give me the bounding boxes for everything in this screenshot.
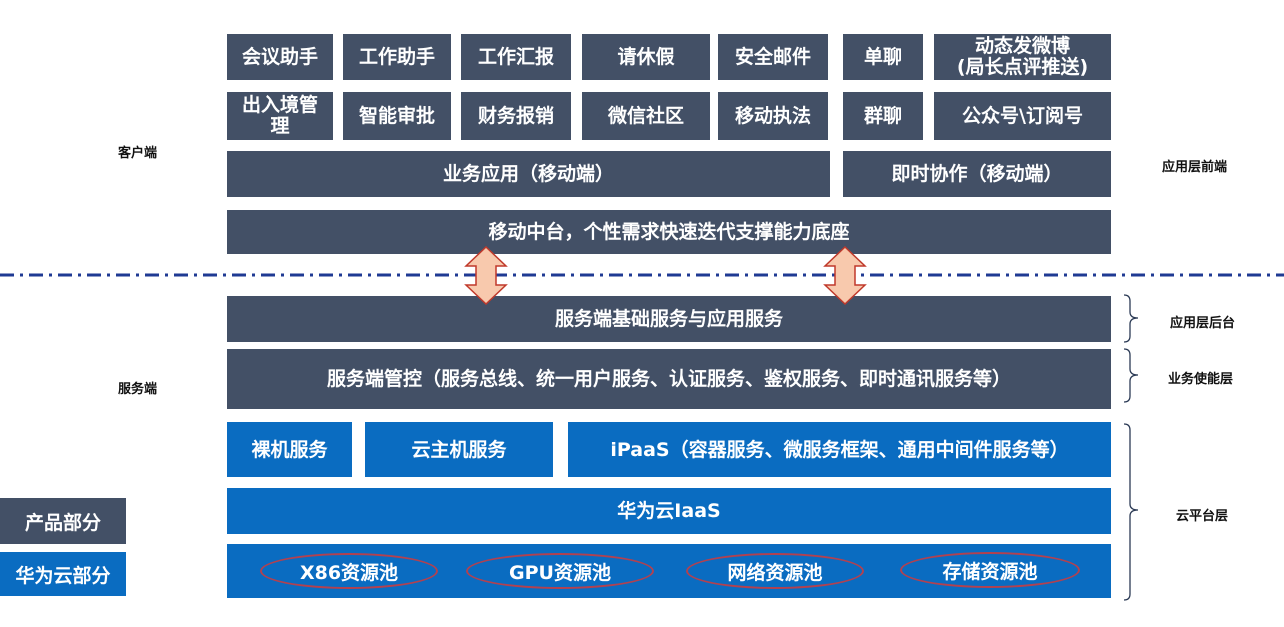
app-secure-mail: 安全邮件 [718,34,828,80]
business-app-bar: 业务应用（移动端） [227,151,830,197]
brace-biz-enable [1123,348,1139,403]
app-wechat-community: 微信社区 [582,92,710,140]
label-app-back: 应用层后台 [1170,316,1236,331]
pool-x86: X86资源池 [260,553,438,589]
ecs-service: 云主机服务 [365,422,553,477]
legend-huawei: 华为云部分 [0,552,126,596]
app-immigration-mgmt: 出入境管 理 [227,92,333,140]
app-weibo-feed: 动态发微博 (局长点评推送) [934,34,1111,80]
app-work-assistant: 工作助手 [343,34,451,80]
app-single-chat: 单聊 [843,34,923,80]
server-control-bar: 服务端管控（服务总线、统一用户服务、认证服务、鉴权服务、即时通讯服务等） [227,349,1111,409]
label-cloud-layer: 云平台层 [1176,509,1229,524]
pool-storage: 存储资源池 [900,552,1080,588]
app-leave-request: 请休假 [582,34,710,80]
app-meeting-assistant: 会议助手 [227,34,333,80]
label-app-front: 应用层前端 [1162,160,1228,175]
mobile-middle-platform-bar: 移动中台，个性需求快速迭代支撑能力底座 [227,210,1111,254]
app-work-report: 工作汇报 [461,34,571,80]
arrow-left-bidirectional [464,245,508,306]
pool-network: 网络资源池 [686,553,864,589]
app-mobile-enforcement: 移动执法 [718,92,828,140]
server-base-service-bar: 服务端基础服务与应用服务 [227,296,1111,342]
baremetal-service: 裸机服务 [227,422,352,477]
app-official-accounts: 公众号\订阅号 [934,92,1111,140]
app-group-chat: 群聊 [843,92,923,140]
app-smart-approval: 智能审批 [343,92,451,140]
pool-gpu: GPU资源池 [466,553,654,589]
im-collab-bar: 即时协作（移动端） [843,151,1111,197]
label-server: 服务端 [118,382,158,397]
huawei-iaas-bar: 华为云IaaS [227,488,1111,534]
app-expense-reimburse: 财务报销 [461,92,571,140]
ipaas-service: iPaaS（容器服务、微服务框架、通用中间件服务等） [568,422,1111,477]
label-client: 客户端 [118,146,158,161]
brace-app-back [1123,294,1139,343]
legend-product: 产品部分 [0,498,126,544]
arrow-right-bidirectional [823,245,867,306]
brace-cloud-layer [1123,423,1139,601]
label-biz-enable: 业务使能层 [1168,372,1234,387]
